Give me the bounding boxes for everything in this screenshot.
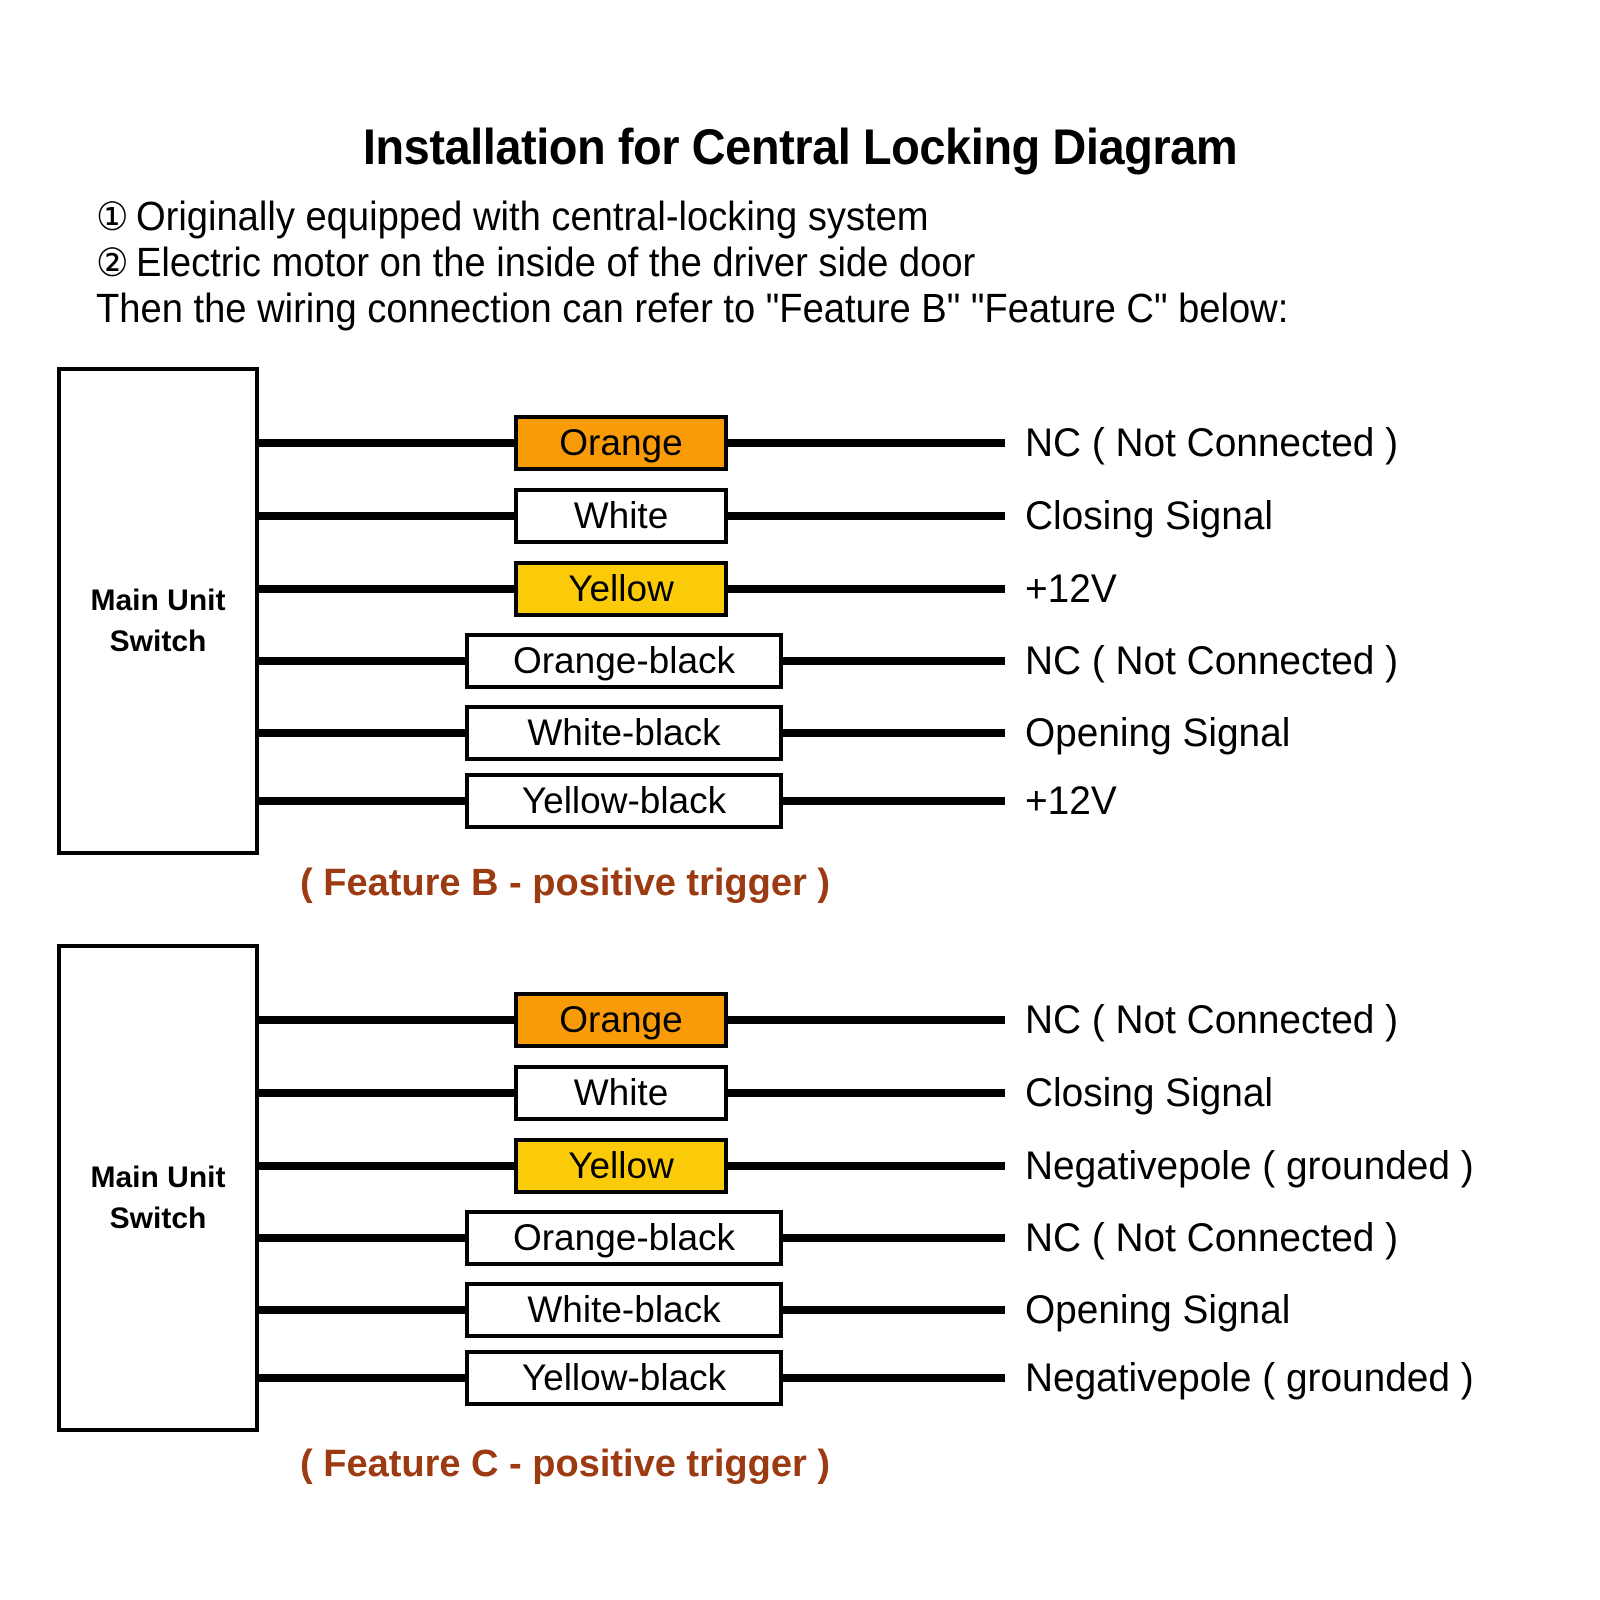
intro-text-3: Then the wiring connection can refer to …: [96, 285, 1289, 331]
wire-color-label-white: White: [514, 1065, 728, 1121]
signal-label: Closing Signal: [1025, 1071, 1274, 1115]
signal-label: NC ( Not Connected ): [1025, 639, 1399, 683]
wiring-block-feature-c: Main Unit Switch Orange NC ( Not Connecte…: [0, 937, 1600, 1517]
main-unit-switch-box: Main Unit Switch: [57, 367, 259, 855]
wire-line-left: [259, 1089, 514, 1097]
signal-label: Opening Signal: [1025, 1288, 1291, 1332]
signal-label: Opening Signal: [1025, 711, 1291, 755]
wire-color-label-orange-black: Orange-black: [465, 1210, 783, 1266]
wire-line-left: [259, 585, 514, 593]
wire-line-right: [728, 1089, 1005, 1097]
signal-label: +12V: [1025, 567, 1117, 611]
wire-line-left: [259, 1234, 465, 1242]
main-unit-switch-box: Main Unit Switch: [57, 944, 259, 1432]
signal-label: Negativepole ( grounded ): [1025, 1356, 1474, 1400]
wire-line-left: [259, 1162, 514, 1170]
wire-line-left: [259, 1306, 465, 1314]
wire-color-label-white-black: White-black: [465, 705, 783, 761]
wire-line-right: [728, 439, 1005, 447]
wire-color-label-yellow: Yellow: [514, 561, 728, 617]
wire-line-left: [259, 797, 465, 805]
wire-line-right: [728, 512, 1005, 520]
wire-color-label-orange: Orange: [514, 992, 728, 1048]
wire-color-label-white-black: White-black: [465, 1282, 783, 1338]
wire-line-left: [259, 512, 514, 520]
wire-line-right: [783, 797, 1005, 805]
main-unit-switch-label: Main Unit Switch: [61, 581, 255, 662]
list-marker-2: ②: [96, 242, 129, 285]
wire-color-label-white: White: [514, 488, 728, 544]
wire-line-left: [259, 1016, 514, 1024]
main-unit-switch-label: Main Unit Switch: [61, 1158, 255, 1239]
wire-line-right: [728, 1016, 1005, 1024]
list-marker-1: ①: [96, 196, 129, 239]
wire-line-right: [783, 657, 1005, 665]
wire-color-label-orange: Orange: [514, 415, 728, 471]
signal-label: +12V: [1025, 779, 1117, 823]
wire-line-left: [259, 657, 465, 665]
caption-feature-c: ( Feature C - positive trigger ): [300, 1443, 830, 1485]
signal-label: NC ( Not Connected ): [1025, 998, 1399, 1042]
wire-color-label-yellow-black: Yellow-black: [465, 1350, 783, 1406]
page-title: Installation for Central Locking Diagram: [362, 119, 1238, 175]
unit-label-line-2: Switch: [109, 1201, 207, 1235]
signal-label: Negativepole ( grounded ): [1025, 1144, 1474, 1188]
wire-line-right: [783, 729, 1005, 737]
wire-line-right: [728, 585, 1005, 593]
intro-line-3: Then the wiring connection can refer to …: [96, 285, 1288, 332]
wire-line-left: [259, 1374, 465, 1382]
unit-label-line-1: Main Unit: [90, 1161, 226, 1194]
wiring-block-feature-b: Main Unit Switch Orange NC ( Not Connecte…: [0, 360, 1600, 920]
unit-label-line-1: Main Unit: [90, 584, 226, 617]
intro-text-1: Originally equipped with central-locking…: [135, 193, 929, 239]
unit-label-line-2: Switch: [109, 624, 207, 658]
wire-line-left: [259, 729, 465, 737]
signal-label: NC ( Not Connected ): [1025, 421, 1399, 465]
wire-color-label-yellow: Yellow: [514, 1138, 728, 1194]
intro-text-2: Electric motor on the inside of the driv…: [135, 239, 976, 285]
wire-color-label-yellow-black: Yellow-black: [465, 773, 783, 829]
signal-label: NC ( Not Connected ): [1025, 1216, 1399, 1260]
wire-line-right: [783, 1234, 1005, 1242]
wire-color-label-orange-black: Orange-black: [465, 633, 783, 689]
wire-line-right: [783, 1374, 1005, 1382]
signal-label: Closing Signal: [1025, 494, 1274, 538]
wire-line-left: [259, 439, 514, 447]
wire-line-right: [728, 1162, 1005, 1170]
caption-feature-b: ( Feature B - positive trigger ): [300, 862, 830, 904]
wire-line-right: [783, 1306, 1005, 1314]
